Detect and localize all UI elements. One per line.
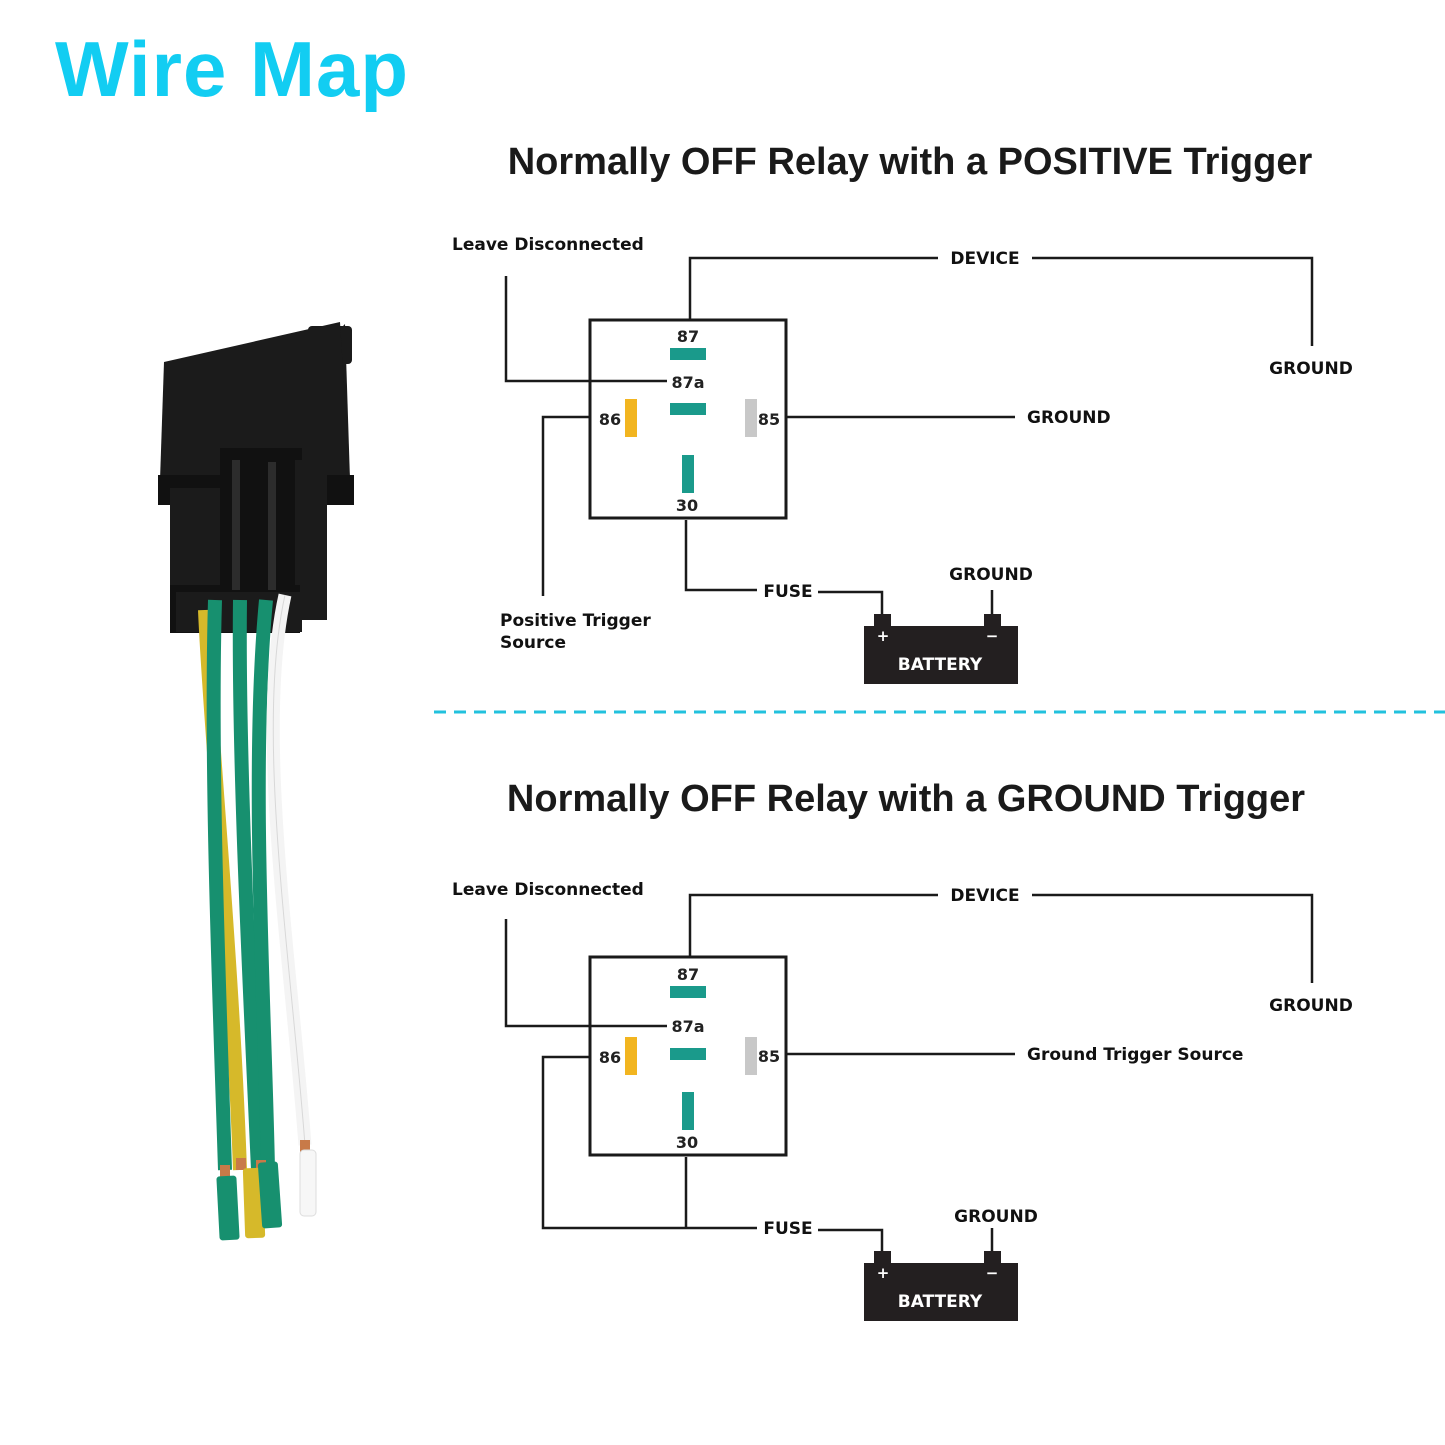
pin-87a-contact [670,1048,706,1060]
pin-30-label: 30 [676,1133,698,1152]
pin-87-label: 87 [677,327,699,346]
battery-plus-sign: + [877,1264,890,1282]
pin-86-contact [625,1037,637,1075]
relay-photo [158,322,354,1241]
wires-ground [504,893,1314,1252]
pin-30-contact [682,1092,694,1130]
page-title: Wire Map [55,25,410,113]
pin-87-label: 87 [677,965,699,984]
diagram-ground-trigger: Normally OFF Relay with a GROUND Trigger… [452,778,1353,1321]
battery-minus-sign: − [986,627,999,645]
fuse-label: FUSE [763,1219,812,1239]
battery-plus-sign: + [877,627,890,645]
wire-harness [198,593,317,1241]
device-ground-label: GROUND [1269,996,1353,1016]
pin85-ground-label: GROUND [1027,408,1111,428]
positive-trigger-label-line2: Source [500,633,566,653]
positive-trigger-label: Positive Trigger [500,611,651,631]
pin-87a-label: 87a [671,373,704,392]
pin-85-label: 85 [758,410,780,429]
pin-86-label: 86 [599,1048,621,1067]
device-label: DEVICE [950,249,1019,269]
device-ground-label: GROUND [1269,359,1353,379]
device-label: DEVICE [950,886,1019,906]
relay-box-positive [588,318,788,520]
relay-box-ground [588,955,788,1157]
pin-87a-contact [670,403,706,415]
pin-87a-label: 87a [671,1017,704,1036]
ground-trigger-source-label: Ground Trigger Source [1027,1045,1243,1065]
pin-85-contact [745,399,757,437]
pin-30-contact [682,455,694,493]
battery-icon: + − BATTERY [864,614,1018,684]
pin-87-contact [670,348,706,360]
pin-30-label: 30 [676,496,698,515]
battery-ground-label: GROUND [954,1207,1038,1227]
section-title-ground: Normally OFF Relay with a GROUND Trigger [507,778,1305,820]
battery-minus-sign: − [986,1264,999,1282]
leave-disconnected-label: Leave Disconnected [452,880,644,900]
battery-label: BATTERY [898,1292,983,1312]
section-title-positive: Normally OFF Relay with a POSITIVE Trigg… [508,141,1313,183]
diagram-positive-trigger: Normally OFF Relay with a POSITIVE Trigg… [452,141,1353,684]
battery-label: BATTERY [898,655,983,675]
pin-85-label: 85 [758,1047,780,1066]
battery-icon: + − BATTERY [864,1251,1018,1321]
pin-86-label: 86 [599,410,621,429]
fuse-label: FUSE [763,582,812,602]
pin-86-contact [625,399,637,437]
wires-positive [504,256,1314,616]
leave-disconnected-label: Leave Disconnected [452,235,644,255]
pin-87-contact [670,986,706,998]
pin-85-contact [745,1037,757,1075]
battery-ground-label: GROUND [949,565,1033,585]
